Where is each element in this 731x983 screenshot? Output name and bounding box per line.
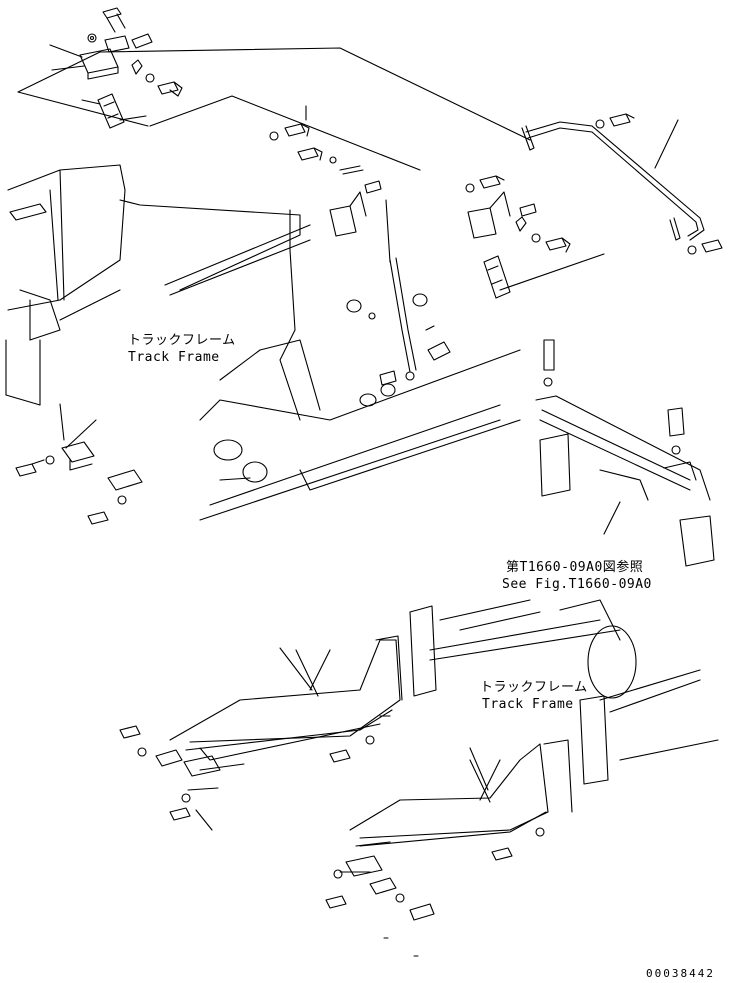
right-mount-crossbar xyxy=(535,339,715,567)
drawing-code: 00038442 xyxy=(646,967,715,980)
handrail xyxy=(521,113,723,255)
middle-rod-assembly xyxy=(346,199,451,407)
lower-track-frame xyxy=(409,599,701,785)
lower-equalizer-arm xyxy=(325,739,573,921)
upper-right-bracket-assembly xyxy=(465,175,605,299)
track-frame-lower-jp-label: トラックフレーム xyxy=(480,680,588,695)
top-left-bracket-assembly xyxy=(49,7,183,129)
track-frame-upper-jp-label: トラックフレーム xyxy=(128,333,236,348)
left-frame-section xyxy=(5,164,521,521)
left-lower-bracket-assembly xyxy=(15,403,143,525)
upper-equalizer-arm xyxy=(119,635,403,821)
see-fig-jp-label: 第T1660-09A0図参照 xyxy=(506,560,644,575)
track-frame-upper-en-label: Track Frame xyxy=(128,350,220,365)
upper-middle-bracket-assembly xyxy=(269,105,382,237)
leader-lines xyxy=(187,647,719,957)
see-fig-en-label: See Fig.T1660-09A0 xyxy=(502,577,652,592)
track-frame-lower-en-label: Track Frame xyxy=(482,697,574,712)
